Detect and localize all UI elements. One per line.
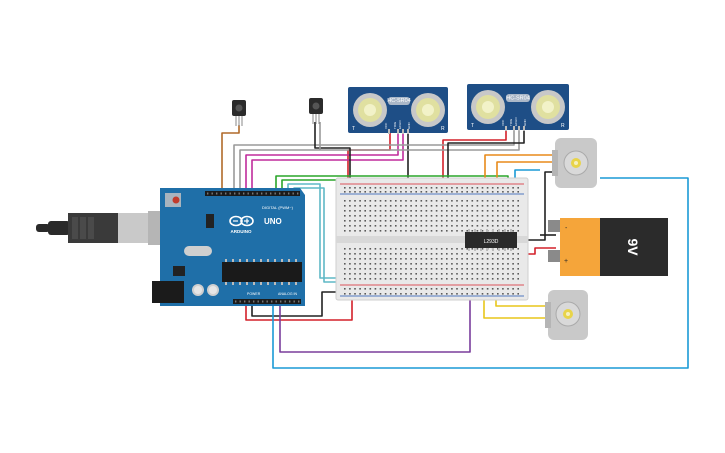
wire-magenta [245,133,399,193]
ultrasonic-sensor-right: HC-SR04 T R VCC TRIG ECHO GND [467,84,569,131]
arduino-logo [229,215,254,227]
ultrasonic-left-pin: ECHO [398,120,402,129]
wire-black [251,291,338,317]
ir-sensor-left [232,100,246,126]
ultrasonic-right-pin: TRIG [509,118,513,126]
wire-black [314,122,351,185]
wire-magenta [251,133,404,193]
wire-black [520,171,555,241]
arduino-digital-label: DIGITAL (PWM~) [262,205,294,210]
ultrasonic-left-pin: GND [407,122,411,130]
wire-black [447,130,525,185]
usb-cable [36,211,174,245]
wire-gray [239,130,520,193]
wire-red [442,130,507,185]
battery-plus: + [564,258,568,265]
ultrasonic-right-pin: ECHO [514,117,518,126]
arduino-analog-label: ANALOG IN [278,292,298,296]
ultrasonic-right-label: HC-SR04 [506,96,530,102]
dc-motor-bottom [545,290,588,340]
wire-red [245,290,353,321]
ultrasonic-left-t: T [352,126,355,132]
wire-gray [233,130,515,193]
ultrasonic-left-pin: TRIG [393,121,397,129]
arduino-uno: ARDUINO UNO DIGITAL (PWM~) POWER ANALOG … [36,188,305,306]
battery-label: 9V [625,238,641,256]
wire-brown [221,125,240,193]
dc-motor-top [552,138,597,188]
ultrasonic-right-pin: VCC [501,119,505,126]
ultrasonic-right-r: R [561,123,565,129]
battery-9v: 9V - + [548,218,668,276]
wire-blue [272,177,689,369]
wire-red [347,133,391,185]
motor-driver-chip: L293D [465,229,517,251]
ultrasonic-right-t: T [471,123,474,129]
breadboard [335,177,529,301]
ultrasonic-left-label: HC-SR04 [387,98,411,104]
arduino-model: UNO [264,217,282,226]
wire-purple [279,272,471,353]
ultrasonic-right-pin: GND [523,119,527,127]
ir-sensor-right [309,98,323,124]
ultrasonic-left-r: R [441,126,445,132]
arduino-brand: ARDUINO [231,229,252,234]
battery-minus: - [565,225,568,232]
ultrasonic-sensor-left: HC-SR04 T R VCC TRIG ECHO GND [348,87,448,134]
breadboard-holes [344,187,519,295]
arduino-power-label: POWER [247,292,261,296]
ultrasonic-left-pin: VCC [384,122,388,129]
chip-label: L293D [484,239,499,245]
